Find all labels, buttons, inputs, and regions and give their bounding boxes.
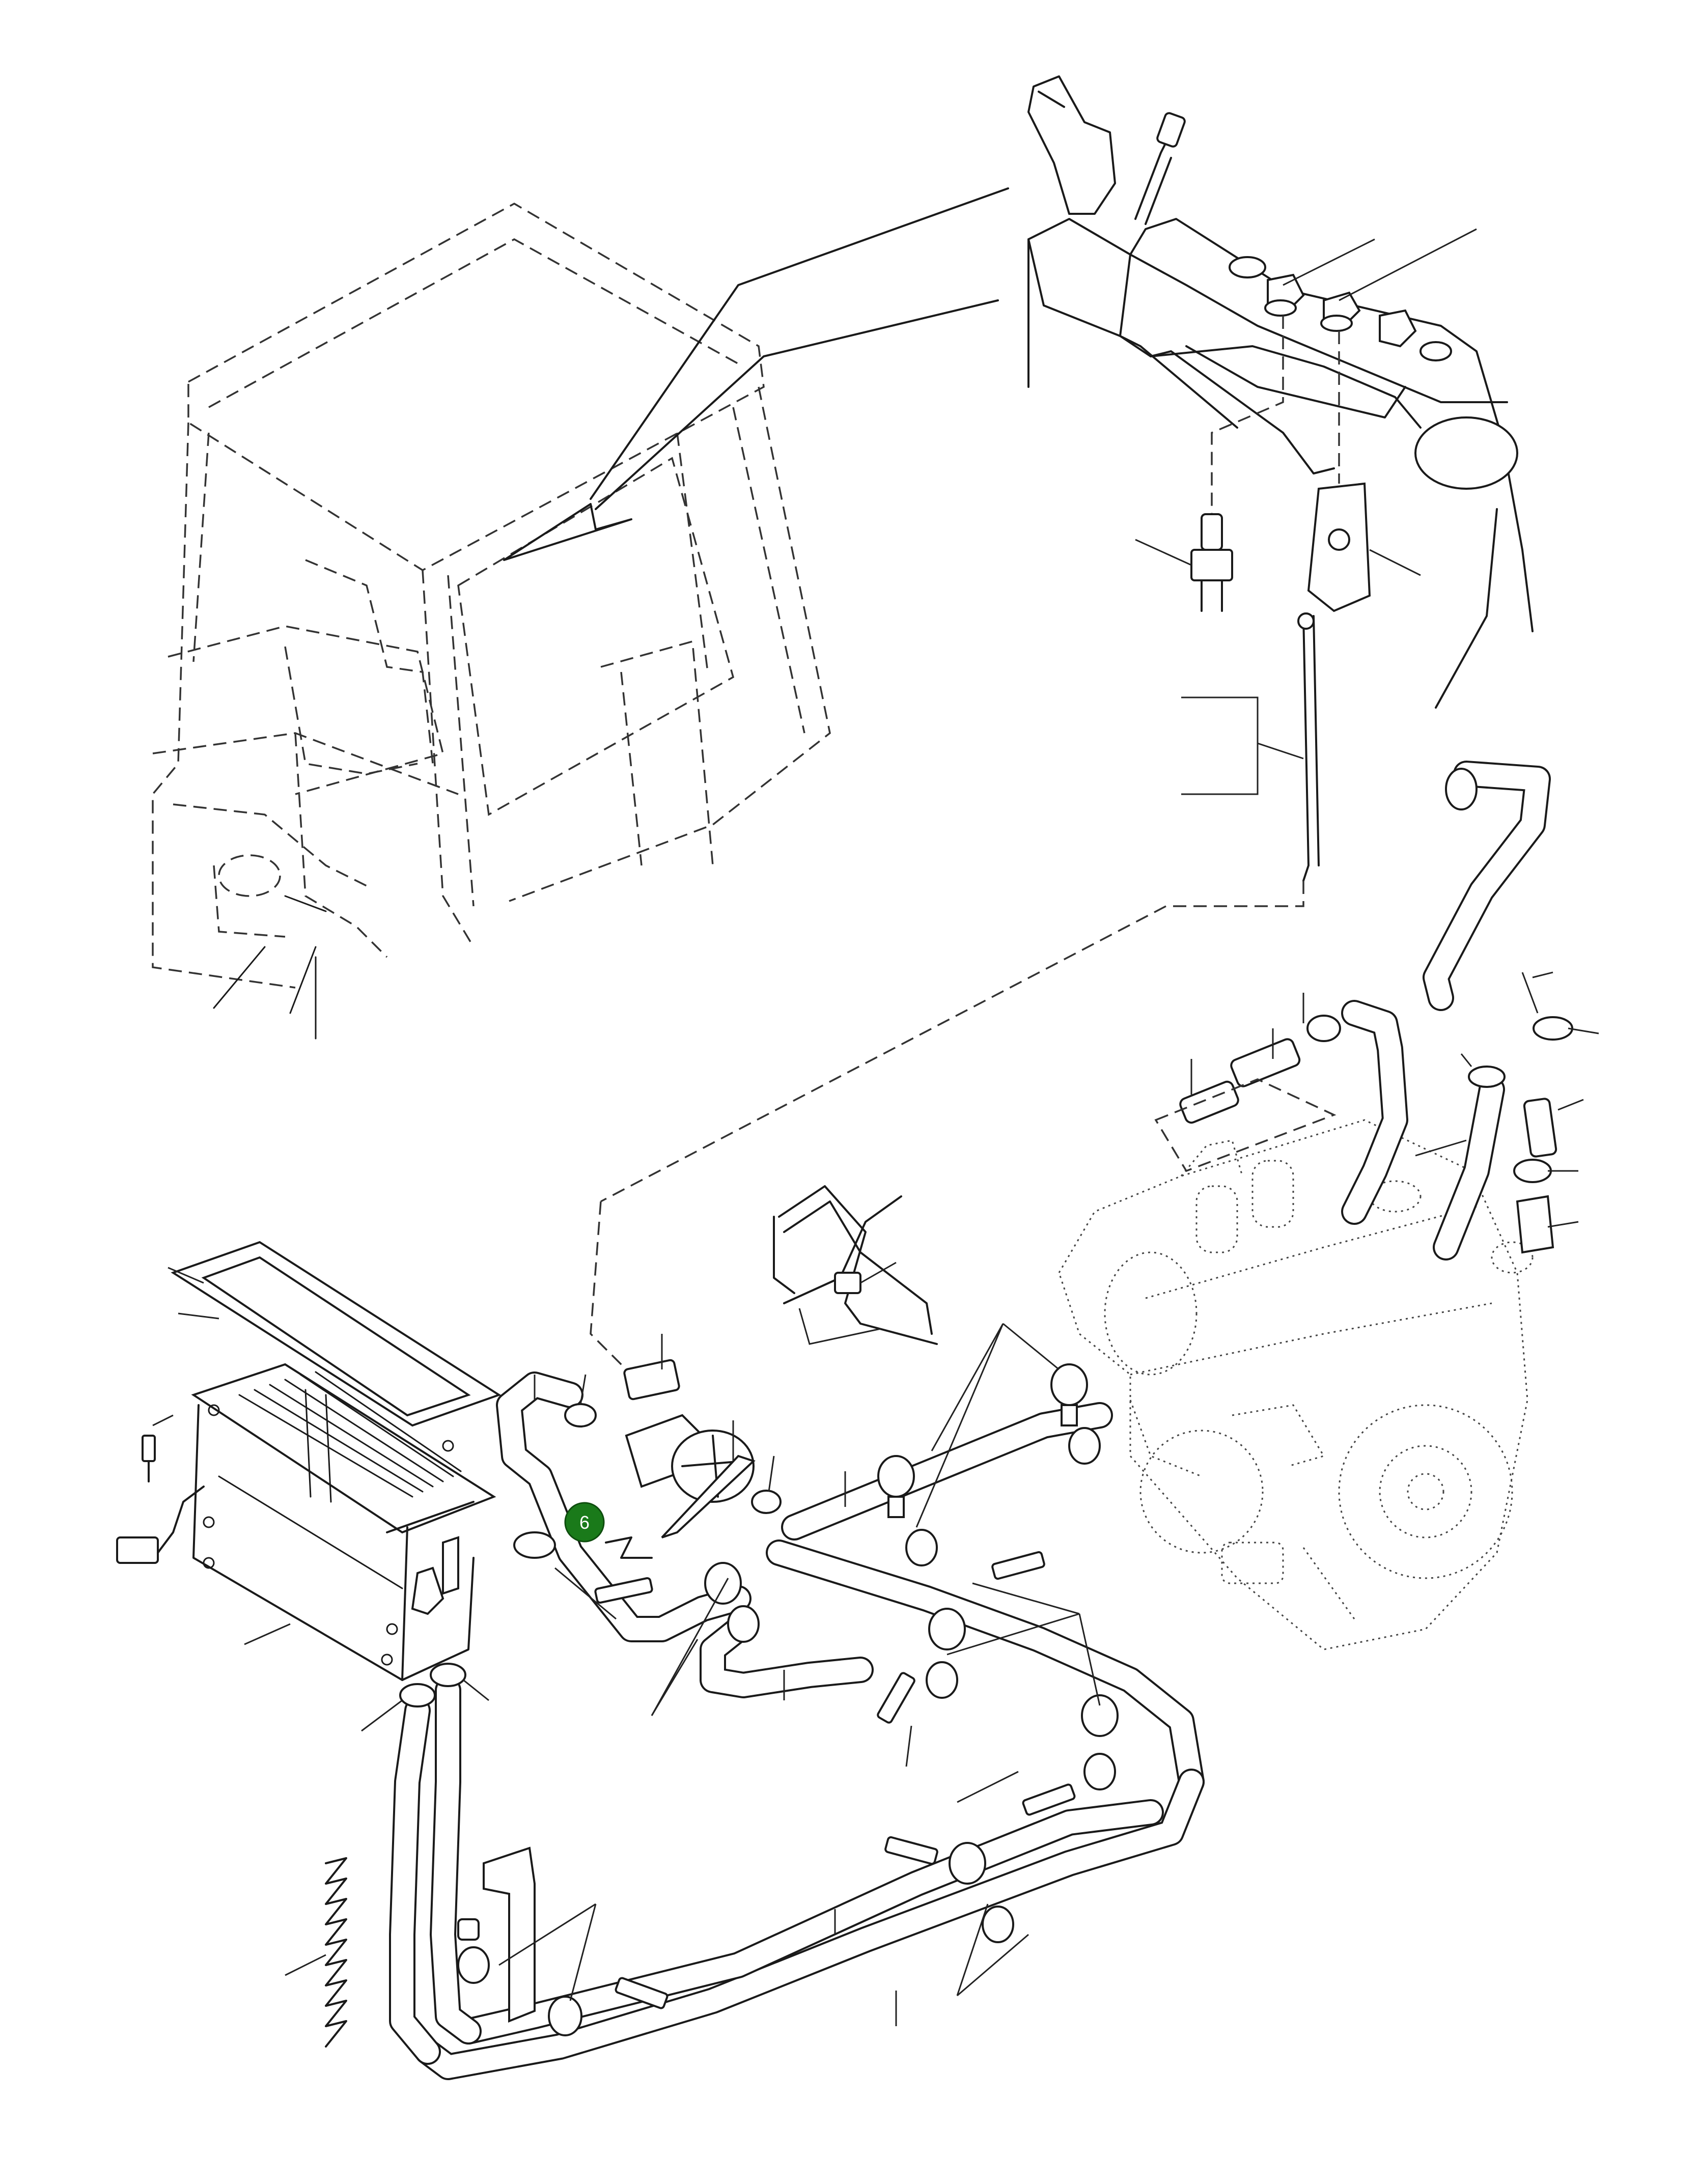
p-clip (1081, 1694, 1119, 1737)
callout-6-label: 6 (579, 1512, 590, 1533)
hose-assembly (389, 1334, 1205, 2080)
heater-unit (116, 1241, 502, 1681)
p-clip (877, 1455, 915, 1518)
p-clip (727, 1605, 760, 1643)
bolt (884, 1836, 938, 1865)
p-clip (457, 1946, 490, 1984)
p-clip (926, 1661, 958, 1699)
callout-6-marker[interactable] (564, 1502, 605, 1543)
nut (457, 1918, 480, 1941)
p-clip (982, 1906, 1014, 1943)
p-clip (1050, 1363, 1088, 1426)
bolt (615, 1977, 669, 2009)
callout-6[interactable]: 6 (564, 1502, 605, 1543)
p-clip (548, 1996, 582, 2036)
p-clip (928, 1608, 966, 1650)
p-clip (1083, 1753, 1116, 1790)
p-clips-and-bolts (285, 1201, 1119, 2048)
p-clip (905, 1529, 938, 1566)
cab-outline (152, 187, 1009, 1040)
bolt (1022, 1783, 1076, 1816)
joystick-console (600, 75, 1534, 1202)
upper-hose-fittings (773, 761, 1599, 1345)
bolt (991, 1551, 1045, 1580)
p-clip (704, 1562, 742, 1605)
engine-block (1058, 1119, 1534, 1650)
p-clip (1068, 1427, 1101, 1465)
bolt (877, 1672, 915, 1724)
p-clip (949, 1842, 986, 1885)
